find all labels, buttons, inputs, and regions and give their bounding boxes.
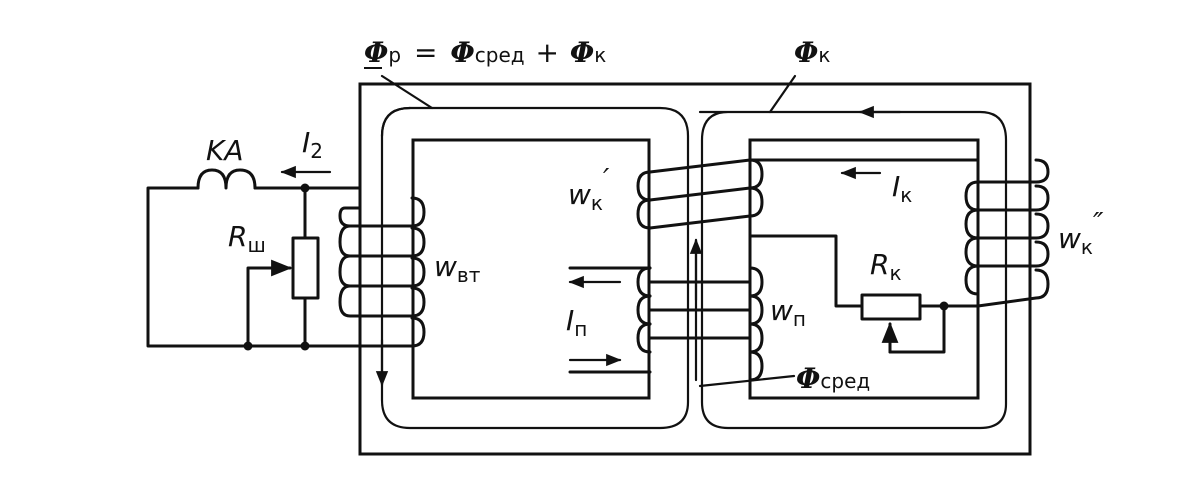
label-phi-p-equation: Φр = Φсред + Φк	[364, 36, 606, 69]
core-right-window	[748, 138, 980, 400]
label-w-vt: wвт	[434, 250, 481, 287]
label-w-k-double-prime: wк″	[1058, 206, 1104, 259]
r-k-circuit	[748, 234, 949, 354]
winding-w-p	[568, 266, 764, 382]
label-i2: I2	[302, 126, 323, 163]
winding-w-k-double-prime	[748, 158, 1050, 308]
label-r-k: Rк	[870, 248, 902, 285]
label-phi-k: Φк	[794, 36, 830, 69]
r-k-resistor	[860, 293, 922, 321]
flux-path-outer-loop	[380, 106, 1008, 430]
secondary-circuit	[146, 165, 362, 351]
label-i-k: Iк	[892, 170, 912, 207]
label-i-p: Iп	[566, 304, 587, 341]
ka-relay-coil	[196, 168, 257, 190]
winding-w-k-prime	[636, 158, 764, 230]
leader-phi-p	[380, 74, 434, 110]
label-w-k-prime: wк′	[568, 162, 610, 215]
core-outer-frame	[358, 82, 1032, 456]
label-phi-sred: Φсред	[796, 362, 870, 395]
leader-phi-k	[768, 74, 797, 114]
r-sh-resistor	[291, 236, 320, 300]
label-w-p: wп	[770, 294, 806, 331]
label-r-sh: Rш	[228, 220, 266, 257]
label-ka: KA	[206, 134, 244, 167]
r-sh-wiper	[246, 259, 293, 348]
leader-phi-sred	[698, 374, 796, 388]
